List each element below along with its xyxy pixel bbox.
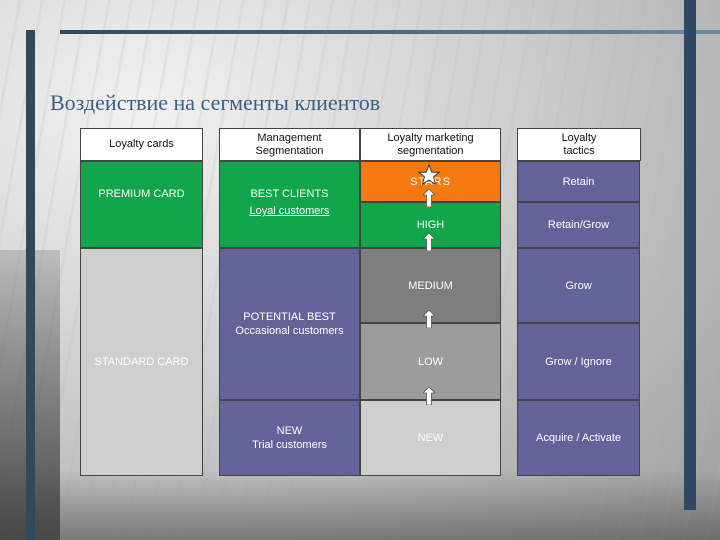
tactic-grow-cell: Grow [517, 248, 640, 323]
best-clients-subtitle: Loyal customers [249, 205, 330, 217]
tactic-grow-ignore-label: Grow / Ignore [545, 355, 612, 368]
tactic-acquire-activate-cell: Acquire / Activate [517, 400, 640, 476]
tactic-retain-cell: Retain [517, 161, 640, 202]
tactic-grow-ignore-cell: Grow / Ignore [517, 323, 640, 400]
tactic-acquire-activate-label: Acquire / Activate [536, 432, 621, 444]
tactic-retain-label: Retain [562, 175, 595, 188]
up-arrow-icon [423, 233, 435, 251]
up-arrow-icon [423, 387, 435, 405]
tactic-grow-label: Grow [565, 279, 592, 292]
premium-card-label: PREMIUM CARD [98, 188, 185, 200]
potential-best-title: POTENTIAL BEST [243, 311, 336, 323]
new-marketing-cell: NEW [360, 400, 501, 476]
potential-best-cell: POTENTIAL BEST Occasional customers [219, 248, 360, 400]
medium-label: MEDIUM [408, 279, 453, 292]
tactic-retain-grow-label: Retain/Grow [547, 219, 610, 231]
header-loyalty-cards: Loyalty cards [80, 128, 203, 161]
stars-label: STARS [410, 175, 451, 189]
low-label: LOW [417, 355, 444, 368]
premium-card-cell: PREMIUM CARD [80, 161, 203, 248]
potential-best-subtitle: Occasional customers [235, 325, 344, 337]
high-label: HIGH [416, 219, 445, 231]
tactic-retain-grow-cell: Retain/Grow [517, 202, 640, 248]
best-clients-cell: BEST CLIENTS Loyal customers [219, 161, 360, 248]
up-arrow-icon [423, 310, 435, 328]
header-management-segmentation: Management Segmentation [219, 128, 360, 161]
frame-right-bar [684, 0, 696, 510]
standard-card-label: STANDARD CARD [94, 356, 189, 368]
new-marketing-label: NEW [417, 432, 444, 444]
up-arrow-icon [423, 189, 435, 207]
star-icon [418, 164, 440, 186]
slide-title: Воздействие на сегменты клиентов [50, 90, 381, 115]
frame-top-bar [60, 30, 720, 34]
low-cell: LOW [360, 323, 501, 400]
new-management-title: NEW [276, 425, 303, 437]
header-loyalty-marketing-segmentation: Loyalty marketing segmentation [360, 128, 501, 161]
background-shade-bottom [0, 470, 720, 540]
best-clients-title: BEST CLIENTS [250, 188, 329, 200]
standard-card-cell: STANDARD CARD [80, 248, 203, 476]
new-management-cell: NEW Trial customers [219, 400, 360, 476]
header-loyalty-tactics: Loyalty tactics [517, 128, 641, 161]
frame-left-bar [26, 30, 35, 540]
new-management-subtitle: Trial customers [252, 439, 327, 451]
